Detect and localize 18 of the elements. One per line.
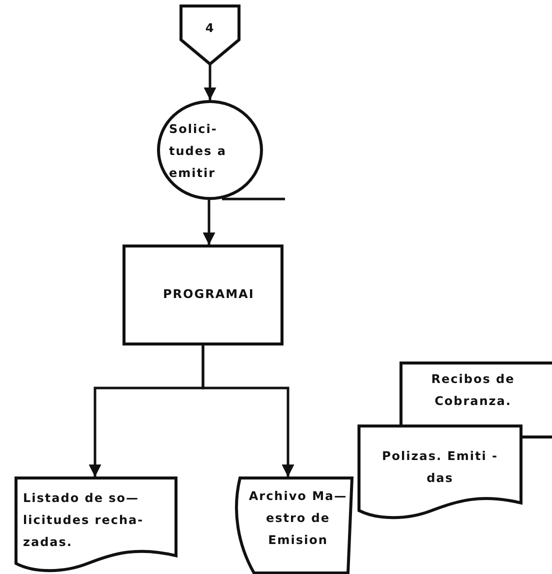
process-box xyxy=(123,245,283,345)
arrow xyxy=(202,200,216,245)
node-label: Recibos de Cobranza. xyxy=(430,371,516,410)
document-shape xyxy=(358,425,522,520)
node-label: Solici- tudes a emitir xyxy=(169,121,228,182)
node-label: 4 xyxy=(204,20,216,37)
arrow xyxy=(204,65,216,100)
node-label: PROGRAMAI xyxy=(163,286,256,303)
process-circle xyxy=(157,100,263,200)
line xyxy=(222,198,285,200)
node-label: Listado de so— licitudes recha- zadas. xyxy=(23,490,145,551)
off-page-connector xyxy=(180,5,240,65)
node-label: Archivo Ma— estro de Emision xyxy=(248,488,348,549)
storage-shape xyxy=(232,477,356,574)
node-label: Polizas. Emiti - das xyxy=(380,448,500,487)
arrow xyxy=(202,345,294,477)
document-shape xyxy=(15,477,177,573)
document-shape xyxy=(400,362,552,438)
